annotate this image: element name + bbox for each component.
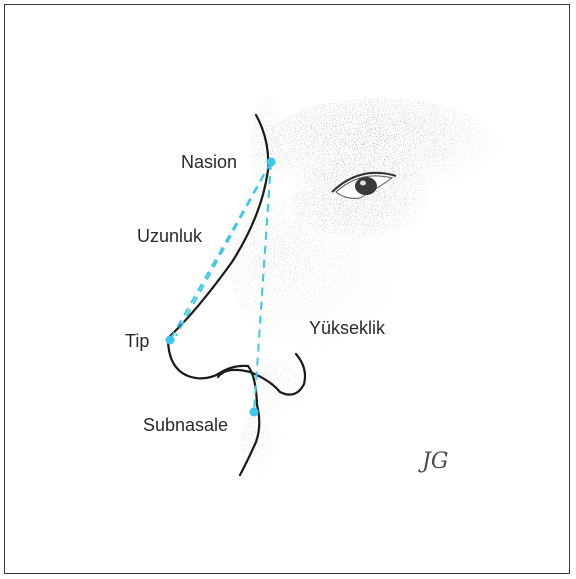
- length-label: Uzunluk: [137, 226, 203, 246]
- tip-label: Tip: [125, 331, 149, 351]
- nasion-label: Nasion: [181, 152, 237, 172]
- height-label: Yükseklik: [309, 318, 386, 338]
- subnasale-point: [250, 408, 259, 417]
- face-shading: [230, 95, 500, 478]
- tip-point: [166, 336, 175, 345]
- nasion-point: [267, 158, 276, 167]
- subnasale-label: Subnasale: [143, 415, 228, 435]
- artist-signature-monogram: JG: [418, 449, 448, 474]
